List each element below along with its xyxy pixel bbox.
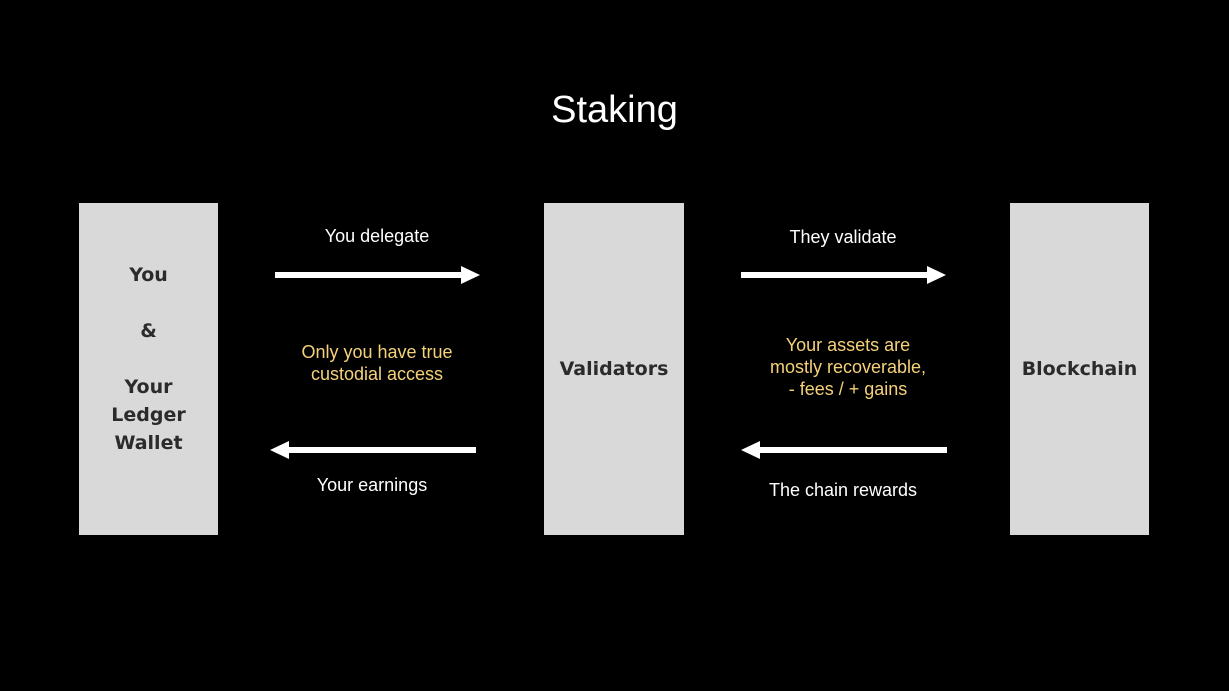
node-you-line-your: Your (124, 376, 173, 398)
edge-label-validate: They validate (789, 227, 897, 247)
note-assets-line-2: mostly recoverable, (769, 357, 927, 377)
node-you-label: You & Your Ledger Wallet (111, 261, 185, 457)
note-custody-line-2: custodial access (310, 364, 444, 384)
edge-label-delegate: You delegate (324, 226, 430, 246)
edge-label-rewards: The chain rewards (768, 480, 918, 500)
node-you-line-ampersand: & (140, 320, 157, 342)
diagram-title: Staking (551, 89, 678, 131)
arrow-right-delegate (275, 266, 480, 284)
note-assets-line-1: Your assets are (785, 335, 911, 355)
node-you-ledger-wallet: You & Your Ledger Wallet (79, 203, 218, 535)
arrow-right-validate (741, 266, 946, 284)
edge-label-earnings: Your earnings (316, 475, 428, 495)
arrow-left-rewards (741, 441, 947, 459)
node-you-line-wallet: Wallet (114, 432, 183, 454)
node-validators: Validators (544, 203, 684, 535)
node-you-line-ledger: Ledger (111, 404, 186, 426)
node-blockchain-label: Blockchain (1021, 358, 1138, 380)
note-custody-line-1: Only you have true (301, 342, 453, 362)
note-assets: Your assets are mostly recoverable, - fe… (733, 334, 963, 400)
node-blockchain: Blockchain (1010, 203, 1149, 535)
note-assets-line-3: - fees / + gains (788, 379, 908, 399)
arrow-left-earnings (270, 441, 476, 459)
node-you-line-you: You (129, 264, 168, 286)
node-validators-label: Validators (559, 358, 669, 380)
note-custody: Only you have true custodial access (262, 341, 492, 385)
